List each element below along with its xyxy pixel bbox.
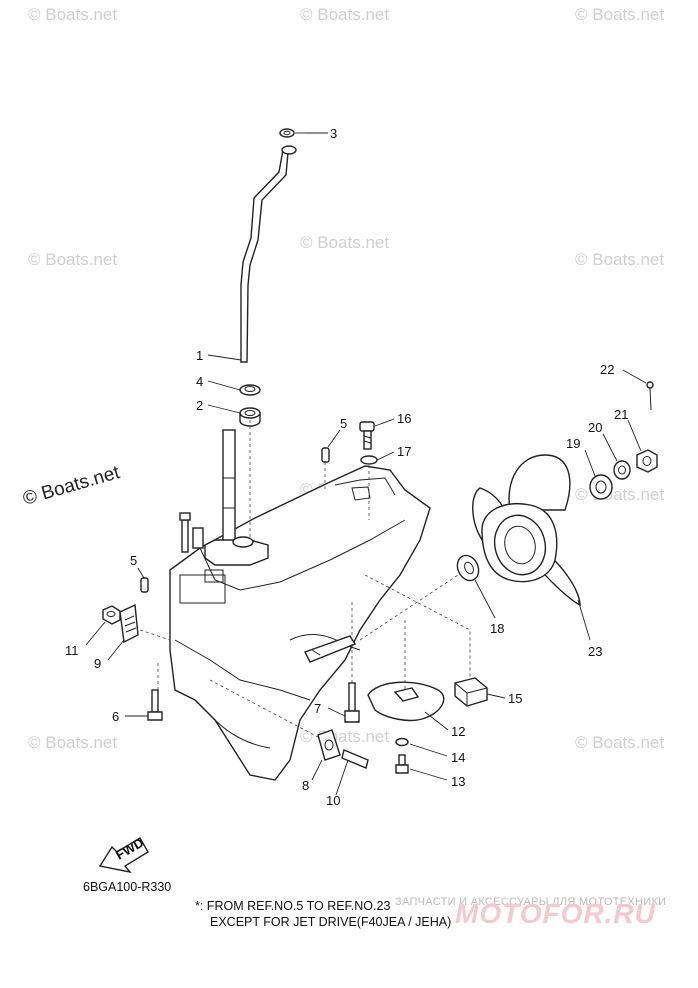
applicability-note-line2: EXCEPT FOR JET DRIVE(F40JEA / JEHA) bbox=[210, 915, 452, 929]
callout-19: 19 bbox=[566, 436, 580, 451]
store-tagline: ЗАПЧАСТИ И АКСЕССУАРЫ ДЛЯ МОТОТЕХНИКИ bbox=[395, 896, 667, 908]
bolt-10 bbox=[341, 749, 369, 769]
applicability-note-line1: *: FROM REF.NO.5 TO REF.NO.23 bbox=[195, 899, 391, 913]
callout-10: 10 bbox=[326, 793, 340, 808]
callout-6: 6 bbox=[112, 709, 119, 724]
anode-8 bbox=[317, 729, 341, 761]
callout-23: 23 bbox=[588, 644, 602, 659]
grommet-3 bbox=[279, 128, 295, 138]
nut-11 bbox=[102, 605, 121, 625]
watermark: © Boats.net bbox=[300, 727, 389, 746]
washer-17 bbox=[360, 455, 378, 465]
watermark-prominent: © Boats.net bbox=[21, 462, 123, 510]
store-brand-watermark: MOTOFOR.RU bbox=[455, 898, 656, 929]
diagram-reference-code: 6BGA100-R330 bbox=[83, 880, 172, 894]
callout-20: 20 bbox=[588, 420, 602, 435]
callout-22: 22 bbox=[600, 362, 614, 377]
anode-15 bbox=[454, 677, 488, 707]
callout-12: 12 bbox=[451, 724, 465, 739]
watermark: © Boats.net bbox=[28, 5, 117, 24]
fwd-direction-badge: FWD bbox=[98, 835, 149, 874]
propeller-23 bbox=[472, 454, 581, 607]
plate-9 bbox=[119, 603, 139, 644]
callout-21: 21 bbox=[614, 407, 628, 422]
dowel-pin-lower bbox=[140, 577, 149, 593]
water-tube bbox=[240, 149, 289, 363]
callout-8: 8 bbox=[302, 778, 309, 793]
spacer-18 bbox=[456, 554, 480, 582]
watermark: © Boats.net bbox=[575, 250, 664, 269]
callout-2: 2 bbox=[196, 398, 203, 413]
drive-shaft-assembly bbox=[179, 429, 269, 566]
watermark: © Boats.net bbox=[575, 733, 664, 752]
watermark: © Boats.net bbox=[300, 233, 389, 252]
callout-numbers: 3 1 4 2 5 16 17 5 11 9 6 7 8 10 12 14 13… bbox=[65, 126, 628, 808]
watermark: © Boats.net bbox=[28, 250, 117, 269]
callout-18: 18 bbox=[490, 621, 504, 636]
propeller-shaft bbox=[304, 635, 357, 663]
watermark: © Boats.net bbox=[28, 733, 117, 752]
callout-16: 16 bbox=[397, 411, 411, 426]
watermark: © Boats.net bbox=[300, 5, 389, 24]
cotter-pin-22 bbox=[646, 381, 654, 411]
callout-4: 4 bbox=[196, 374, 203, 389]
callout-13: 13 bbox=[451, 774, 465, 789]
callout-5-upper: 5 bbox=[340, 416, 347, 431]
callout-14: 14 bbox=[451, 750, 465, 765]
callout-5-lower: 5 bbox=[130, 553, 137, 568]
callout-17: 17 bbox=[397, 444, 411, 459]
bolt-7 bbox=[344, 682, 360, 723]
callout-3: 3 bbox=[330, 126, 337, 141]
callout-11: 11 bbox=[65, 643, 79, 658]
nut-21 bbox=[636, 449, 658, 473]
bolt-16 bbox=[359, 421, 375, 450]
callout-1: 1 bbox=[196, 348, 203, 363]
callout-9: 9 bbox=[94, 656, 101, 671]
trim-tab-12 bbox=[367, 681, 445, 722]
washer-14 bbox=[395, 737, 409, 747]
thrust-washer-19 bbox=[589, 474, 613, 500]
watermark: © Boats.net bbox=[575, 5, 664, 24]
spacer-20 bbox=[613, 460, 631, 480]
callout-7: 7 bbox=[314, 701, 321, 716]
watermark: © Boats.net bbox=[575, 485, 664, 504]
tube-fitting bbox=[281, 145, 297, 155]
bolt-13 bbox=[395, 754, 409, 774]
leader-lines bbox=[85, 132, 647, 796]
dowel-pin-upper bbox=[321, 447, 330, 463]
bolt-6 bbox=[147, 689, 163, 721]
callout-15: 15 bbox=[508, 691, 522, 706]
